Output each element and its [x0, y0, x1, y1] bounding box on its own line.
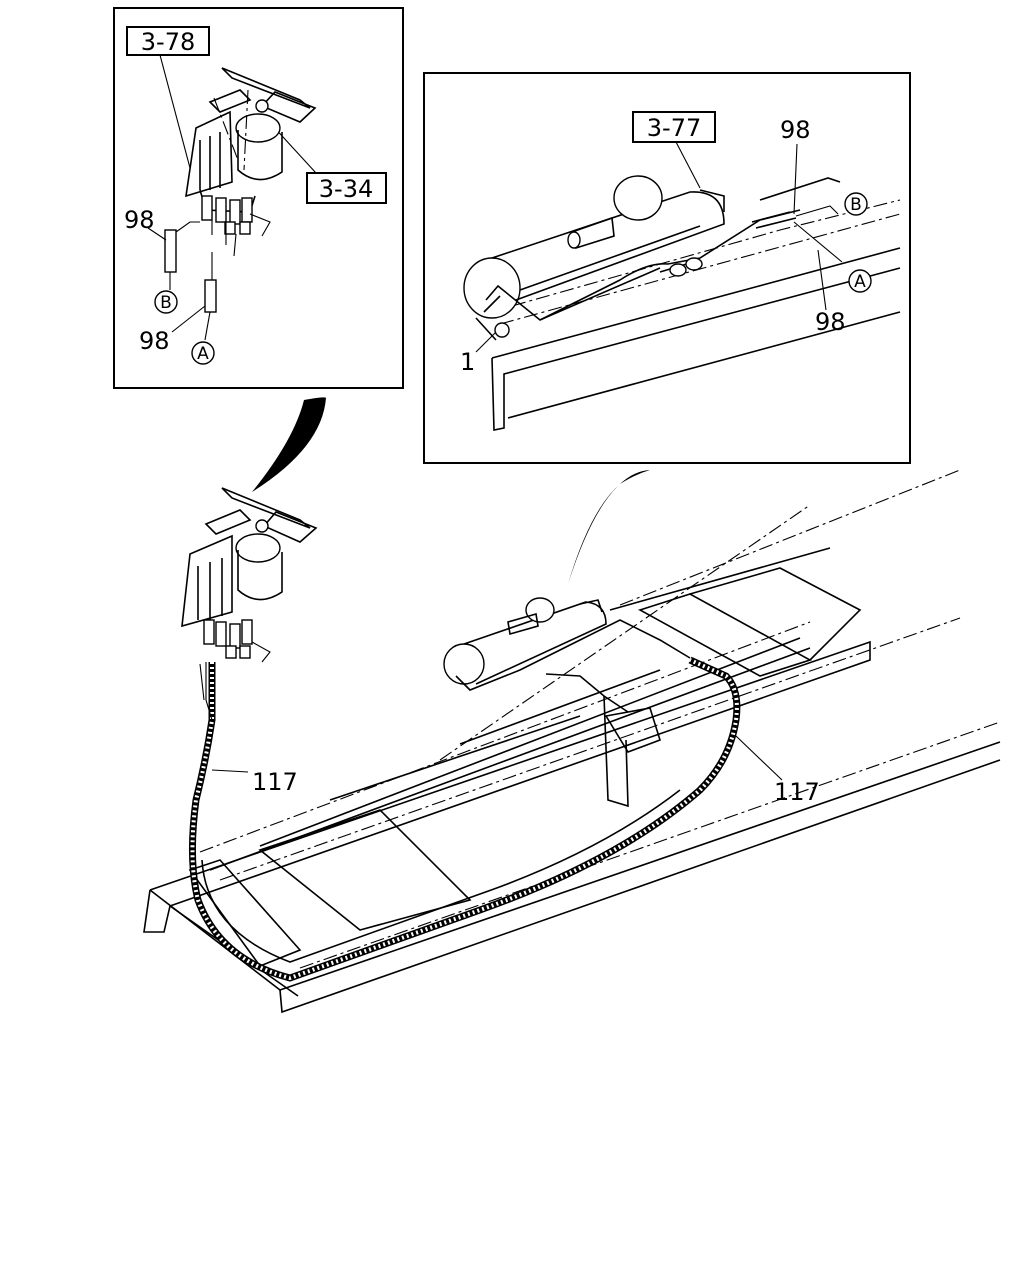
- ref-box-3-34[interactable]: [306, 172, 387, 204]
- part-number-98-bottom-left: 98: [139, 327, 170, 355]
- leader-98-top-right: [793, 143, 798, 215]
- ref-box-3-77[interactable]: [632, 111, 716, 143]
- part-number-98-bottom-right: 98: [815, 308, 846, 336]
- hose-b-connector-line: [175, 221, 200, 233]
- leader-3-77: [675, 141, 701, 189]
- connector-b-marker-left[interactable]: [154, 290, 178, 314]
- part-number-117-left: 117: [252, 768, 298, 796]
- ref-box-3-78[interactable]: [126, 26, 210, 56]
- pointer-right-inset: [568, 470, 650, 584]
- connector-a-marker-left[interactable]: [191, 341, 215, 365]
- connector-a-marker-right[interactable]: [848, 269, 872, 293]
- valve-assembly-main: [181, 487, 318, 663]
- connector-b-label-left: B: [160, 293, 172, 313]
- hose-98-b[interactable]: [164, 229, 177, 273]
- ref-label-3-77: 3-77: [647, 114, 701, 142]
- ref-label-3-78: 3-78: [141, 28, 195, 56]
- hose-98-a[interactable]: [204, 279, 217, 313]
- hose-117-left[interactable]: [188, 656, 741, 982]
- leader-3-78: [159, 54, 191, 169]
- leader-117-right: [735, 735, 783, 781]
- connector-b-marker-right[interactable]: [844, 192, 868, 216]
- pointer-left-inset: [252, 397, 326, 492]
- inset-right: 3-77: [423, 72, 911, 464]
- frame-rail-inset: [491, 177, 901, 431]
- part-number-98-top-right: 98: [780, 116, 811, 144]
- connector-a-label-right: A: [854, 272, 866, 292]
- valve-assembly-inset: [185, 67, 317, 257]
- leader-1: [475, 331, 497, 353]
- part-number-117-right: 117: [774, 778, 820, 806]
- connector-b-label-right: B: [850, 195, 862, 215]
- part-number-1: 1: [460, 348, 475, 376]
- leader-117-left: [211, 769, 249, 773]
- inset-left: 3-78 3-34: [113, 7, 404, 389]
- air-tank-inset: [463, 175, 843, 341]
- connector-a-label-left: A: [197, 344, 209, 364]
- ref-label-3-34: 3-34: [319, 175, 373, 203]
- hose-run-secondary: [201, 789, 681, 963]
- air-tank-main: [443, 597, 691, 808]
- leader-a-inset-left: [204, 311, 211, 341]
- leader-98-bottom-right: [817, 249, 827, 311]
- leader-98-top-left: [147, 227, 167, 241]
- leader-98-bottom-left: [171, 305, 206, 333]
